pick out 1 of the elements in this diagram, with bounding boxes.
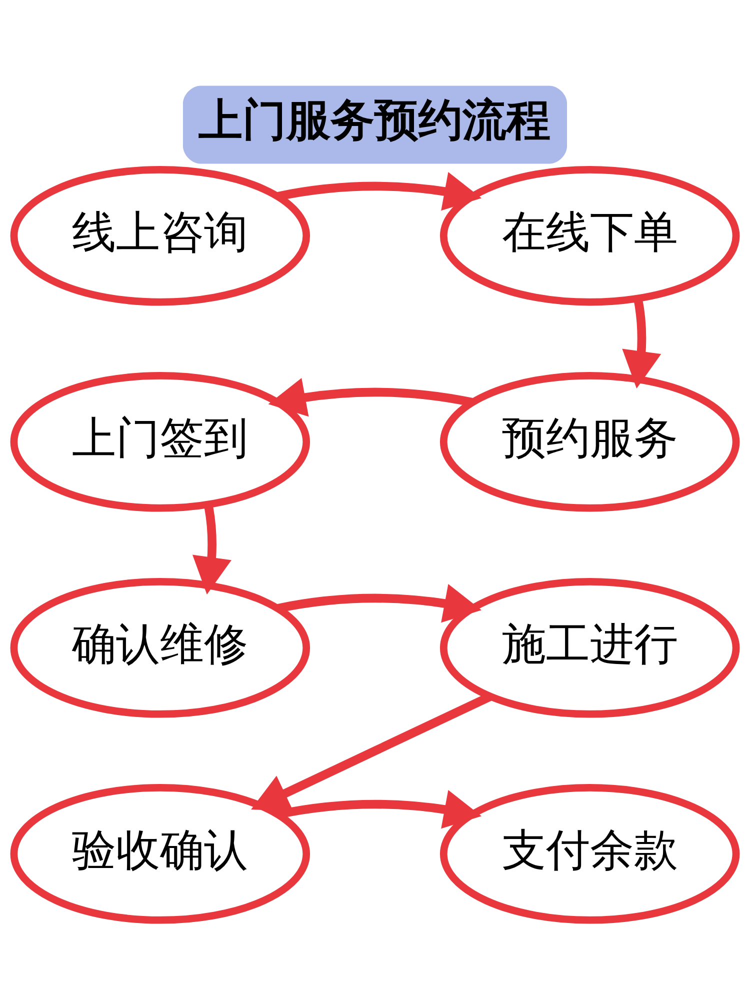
diagram-title: 上门服务预约流程: [198, 95, 550, 146]
